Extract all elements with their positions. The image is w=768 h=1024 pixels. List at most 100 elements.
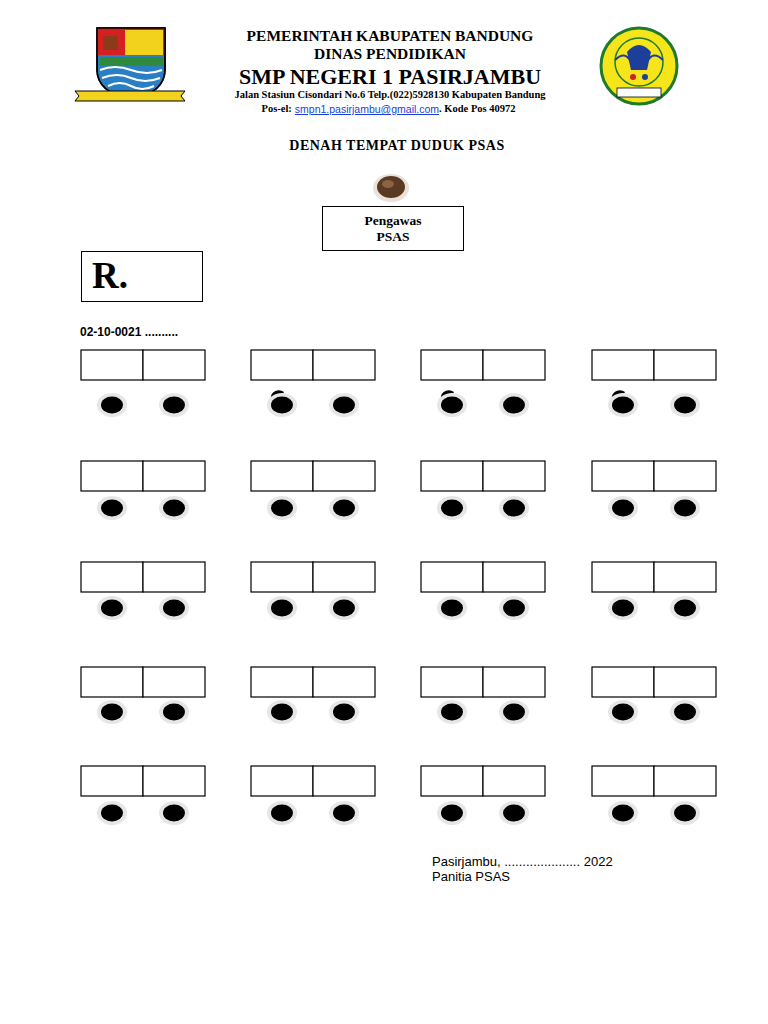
desk bbox=[421, 461, 483, 491]
student-dot bbox=[503, 397, 525, 414]
student-dot bbox=[612, 397, 634, 414]
room-box: R. bbox=[81, 251, 203, 302]
student-shadow bbox=[499, 801, 529, 825]
desk bbox=[251, 562, 313, 592]
student-shadow bbox=[608, 496, 638, 520]
desk bbox=[421, 562, 483, 592]
desk bbox=[81, 461, 143, 491]
desk bbox=[654, 562, 716, 592]
student-dot bbox=[333, 397, 355, 414]
student-shadow bbox=[499, 393, 529, 417]
desk bbox=[483, 562, 545, 592]
student-dot bbox=[441, 397, 463, 414]
desk bbox=[654, 766, 716, 796]
student-shadow bbox=[670, 596, 700, 620]
student-dot bbox=[101, 500, 123, 517]
desk bbox=[592, 667, 654, 697]
desk bbox=[592, 461, 654, 491]
student-dot bbox=[163, 805, 185, 822]
email-text: . Kode Pos 40972 bbox=[439, 103, 515, 115]
student-shadow bbox=[267, 393, 297, 417]
desk bbox=[251, 667, 313, 697]
student-dot bbox=[271, 805, 293, 822]
desk bbox=[81, 766, 143, 796]
student-shadow bbox=[159, 596, 189, 620]
student-shadow bbox=[267, 496, 297, 520]
student-shadow bbox=[159, 393, 189, 417]
desk bbox=[592, 766, 654, 796]
letterhead-line: DINAS PENDIDIKAN bbox=[314, 45, 466, 63]
email-text: Pos-el: bbox=[261, 103, 291, 115]
student-dot bbox=[503, 704, 525, 721]
student-dot bbox=[612, 805, 634, 822]
student-shadow bbox=[670, 496, 700, 520]
supervisor-box: Pengawas PSAS bbox=[322, 206, 464, 251]
student-dot bbox=[333, 805, 355, 822]
student-dot bbox=[333, 600, 355, 617]
student-shadow bbox=[267, 700, 297, 724]
desk bbox=[251, 766, 313, 796]
desk bbox=[313, 350, 375, 380]
student-shadow bbox=[608, 700, 638, 724]
desk bbox=[81, 667, 143, 697]
student-shadow bbox=[499, 700, 529, 724]
student-shadow bbox=[608, 596, 638, 620]
student-shadow bbox=[437, 801, 467, 825]
student-dot bbox=[163, 500, 185, 517]
student-shadow bbox=[329, 801, 359, 825]
student-shadow bbox=[437, 496, 467, 520]
student-dot bbox=[101, 397, 123, 414]
desk bbox=[81, 562, 143, 592]
student-shadow bbox=[608, 393, 638, 417]
desk bbox=[483, 350, 545, 380]
supervisor-figure bbox=[373, 174, 409, 202]
email-link: smpn1.pasirjambu@gmail.com bbox=[295, 103, 439, 115]
student-shadow bbox=[97, 700, 127, 724]
student-dot bbox=[163, 397, 185, 414]
desk bbox=[313, 766, 375, 796]
letterhead-line: PEMERINTAH KABUPATEN BANDUNG bbox=[247, 27, 534, 45]
student-dot bbox=[101, 704, 123, 721]
desk bbox=[592, 562, 654, 592]
student-shadow bbox=[159, 801, 189, 825]
student-dot bbox=[441, 500, 463, 517]
desk-grid bbox=[81, 350, 716, 825]
student-shadow bbox=[267, 801, 297, 825]
student-dot bbox=[271, 600, 293, 617]
student-dot bbox=[674, 397, 696, 414]
student-shadow bbox=[97, 496, 127, 520]
student-dot bbox=[612, 704, 634, 721]
student-shadow bbox=[329, 700, 359, 724]
student-dot bbox=[101, 805, 123, 822]
desk bbox=[483, 766, 545, 796]
desk bbox=[421, 766, 483, 796]
note-text: Pasirjambu, ..................... 2022 bbox=[432, 854, 613, 869]
student-dot bbox=[271, 704, 293, 721]
student-dot bbox=[163, 600, 185, 617]
student-dot bbox=[674, 600, 696, 617]
desk bbox=[143, 562, 205, 592]
student-dot bbox=[503, 500, 525, 517]
desk bbox=[313, 562, 375, 592]
box-text: Pengawas PSAS bbox=[358, 213, 428, 244]
student-dot bbox=[271, 500, 293, 517]
student-shadow bbox=[97, 596, 127, 620]
desk bbox=[421, 350, 483, 380]
desk bbox=[143, 461, 205, 491]
student-dot bbox=[674, 500, 696, 517]
desk bbox=[313, 667, 375, 697]
student-shadow bbox=[329, 393, 359, 417]
letterhead-line: Jalan Stasiun Cisondari No.6 Telp.(022)5… bbox=[234, 89, 545, 100]
letterhead-line: SMP NEGERI 1 PASIRJAMBU bbox=[239, 64, 541, 90]
student-shadow bbox=[437, 393, 467, 417]
student-shadow bbox=[329, 596, 359, 620]
desk bbox=[143, 350, 205, 380]
regency-crest bbox=[75, 28, 185, 101]
desk bbox=[654, 350, 716, 380]
desk bbox=[143, 766, 205, 796]
school-logo bbox=[601, 28, 677, 104]
desk bbox=[81, 350, 143, 380]
student-dot bbox=[503, 600, 525, 617]
student-shadow bbox=[670, 393, 700, 417]
